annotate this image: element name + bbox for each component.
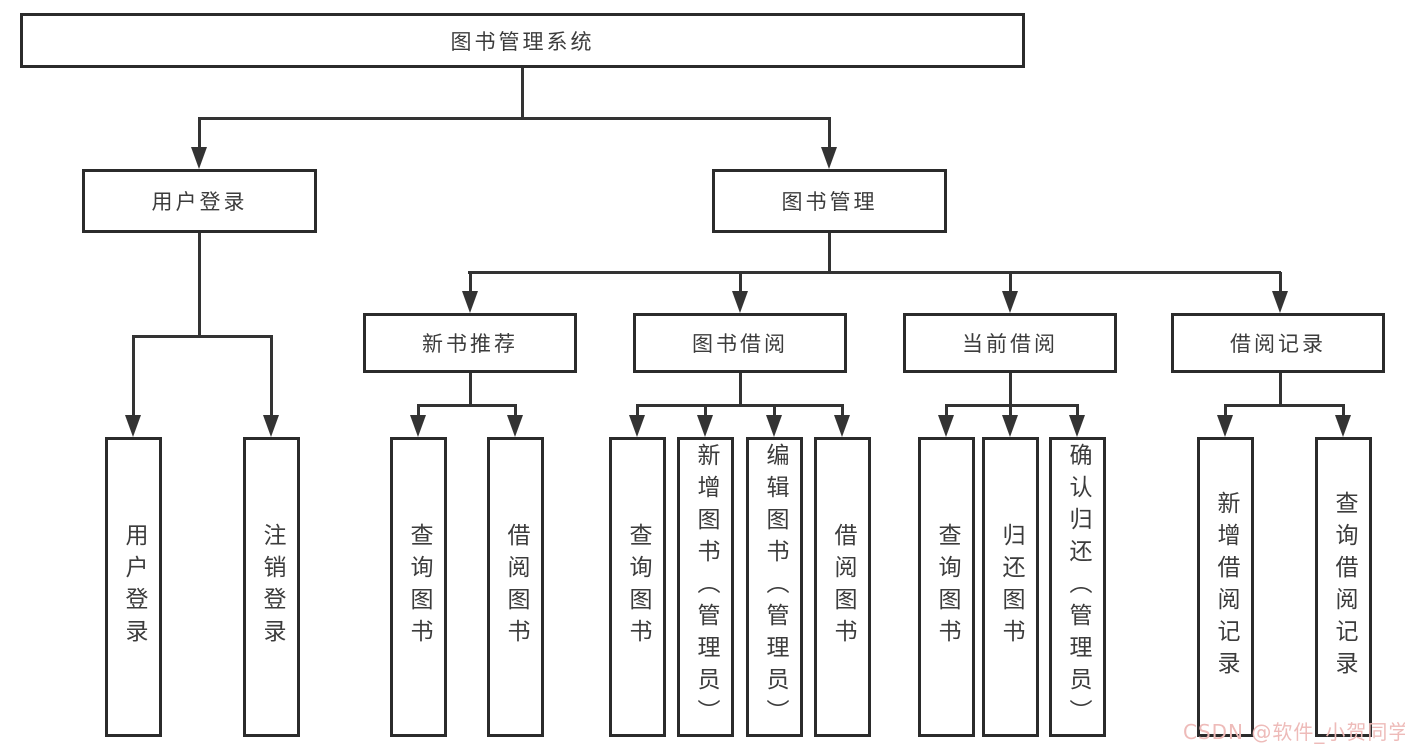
arrow-to-query-books-2 <box>629 405 646 437</box>
leaf-borrow-books-2: 借阅图书 <box>814 437 871 737</box>
leaf-query-books-2: 查询图书 <box>609 437 666 737</box>
connector-current-borrow-stem <box>1008 373 1012 407</box>
arrow-to-edit-book-admin <box>766 405 783 437</box>
leaf-return-book-label: 归还图书 <box>998 523 1024 651</box>
arrow-to-book-management <box>821 117 838 169</box>
node-new-book-recommend: 新书推荐 <box>363 313 577 373</box>
leaf-add-book-admin-label: 新增图书（管理员） <box>693 443 719 731</box>
arrow-to-leaf-logout <box>263 336 280 437</box>
arrow-to-borrow-records <box>1271 272 1289 313</box>
leaf-query-books-1: 查询图书 <box>390 437 447 737</box>
connector-root-split <box>198 117 831 120</box>
arrow-to-query-books-3 <box>938 405 955 437</box>
connector-current-borrow-split <box>945 404 1079 407</box>
node-borrow-records: 借阅记录 <box>1171 313 1385 373</box>
leaf-query-borrow-record-label: 查询借阅记录 <box>1331 491 1357 683</box>
connector-book-borrow-split <box>636 404 844 407</box>
connector-borrow-records-split <box>1224 404 1345 407</box>
arrow-to-add-book-admin <box>697 405 714 437</box>
leaf-query-books-1-label: 查询图书 <box>406 523 432 651</box>
arrow-to-add-borrow-record <box>1217 405 1234 437</box>
arrow-to-confirm-return-admin <box>1069 405 1086 437</box>
arrow-to-query-borrow-record <box>1335 405 1352 437</box>
connector-new-book-recommend-split <box>417 404 517 407</box>
node-current-borrow: 当前借阅 <box>903 313 1117 373</box>
connector-root-stem <box>521 68 524 120</box>
arrow-to-current-borrow <box>1001 272 1019 313</box>
leaf-return-book: 归还图书 <box>982 437 1039 737</box>
arrow-to-book-borrow <box>731 272 749 313</box>
leaf-query-books-3-label: 查询图书 <box>934 523 960 651</box>
arrow-to-new-book-recommend <box>461 272 479 313</box>
connector-user-login-stem <box>198 233 201 338</box>
leaf-borrow-books-2-label: 借阅图书 <box>830 523 856 651</box>
node-user-login: 用户登录 <box>82 169 317 233</box>
arrow-to-borrow-books-2 <box>834 405 851 437</box>
arrow-to-user-login <box>191 117 208 169</box>
leaf-borrow-books-1: 借阅图书 <box>487 437 544 737</box>
connector-book-management-stem <box>828 233 831 274</box>
leaf-confirm-return-admin: 确认归还（管理员） <box>1049 437 1106 737</box>
node-book-borrow: 图书借阅 <box>633 313 847 373</box>
connector-user-login-split <box>132 335 273 338</box>
arrow-to-return-book <box>1002 405 1019 437</box>
leaf-confirm-return-admin-label: 确认归还（管理员） <box>1065 443 1091 731</box>
leaf-borrow-books-1-label: 借阅图书 <box>503 523 529 651</box>
arrow-to-query-books-1 <box>410 405 427 437</box>
leaf-query-books-3: 查询图书 <box>918 437 975 737</box>
connector-new-book-recommend-stem <box>468 373 472 407</box>
node-book-management: 图书管理 <box>712 169 947 233</box>
leaf-user-login-label: 用户登录 <box>121 523 147 651</box>
node-library-system: 图书管理系统 <box>20 13 1025 68</box>
connector-book-borrow-stem <box>738 373 742 407</box>
csdn-watermark: CSDN @软件_小贺同学 <box>1183 720 1405 744</box>
connector-book-management-split <box>468 271 1281 274</box>
leaf-edit-book-admin: 编辑图书（管理员） <box>746 437 803 737</box>
leaf-edit-book-admin-label: 编辑图书（管理员） <box>762 443 788 731</box>
leaf-query-books-2-label: 查询图书 <box>625 523 651 651</box>
leaf-add-borrow-record: 新增借阅记录 <box>1197 437 1254 737</box>
leaf-add-borrow-record-label: 新增借阅记录 <box>1213 491 1239 683</box>
arrow-to-borrow-books-1 <box>507 405 524 437</box>
leaf-logout-label: 注销登录 <box>259 523 285 651</box>
leaf-user-login: 用户登录 <box>105 437 162 737</box>
leaf-query-borrow-record: 查询借阅记录 <box>1315 437 1372 737</box>
leaf-logout: 注销登录 <box>243 437 300 737</box>
leaf-add-book-admin: 新增图书（管理员） <box>677 437 734 737</box>
connector-borrow-records-stem <box>1278 373 1282 407</box>
arrow-to-leaf-user-login <box>125 336 142 437</box>
